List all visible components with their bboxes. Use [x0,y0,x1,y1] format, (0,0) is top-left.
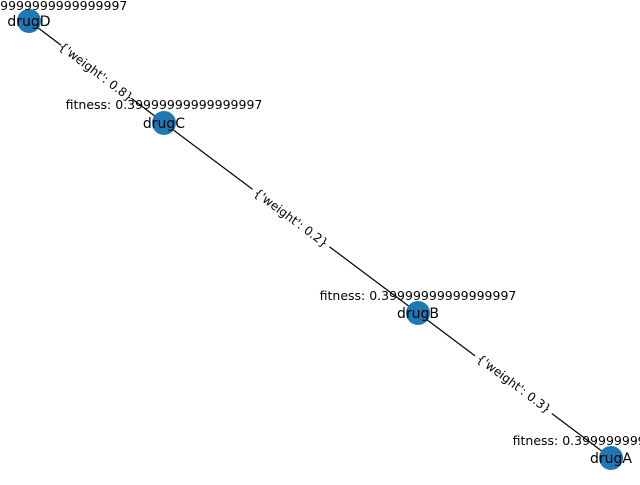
edge-label-drugB-drugA: {'weight': 0.3} [470,347,558,421]
edge-label-background [247,182,335,254]
edge-label-text: {'weight': 0.8} [56,39,136,104]
node-drugB [406,301,430,325]
node-drugA [599,446,623,470]
node-label-drugC: drugC [143,116,185,132]
node-drugD [17,9,41,33]
node-drugC [152,111,176,135]
fitness-label-drugA: fitness: 0.39999999999999997 [513,433,640,448]
fitness-label-drugB: fitness: 0.39999999999999997 [320,288,517,303]
edge-label-text: {'weight': 0.3} [474,352,554,417]
edge-label-background [55,38,137,106]
edge-label-drugD-drugC: {'weight': 0.8} [55,38,137,106]
edge-label-text: {'weight': 0.2} [251,186,331,251]
fitness-label-drugD: fitness: 0.39999999999999997 [0,0,127,13]
node-label-drugB: drugB [397,306,439,322]
fitness-label-drugC: fitness: 0.39999999999999997 [66,97,263,112]
edge-label-background [470,347,558,421]
node-label-drugA: drugA [590,451,632,467]
fitness-labels: fitness: 0.39999999999999997 fitness: 0.… [0,0,640,448]
node-label-drugD: drugD [7,14,50,30]
edge-label-drugC-drugB: {'weight': 0.2} [247,182,335,254]
node-labels: drugD drugC drugB drugA [7,14,632,467]
edge-labels: {'weight': 0.8} {'weight': 0.2} {'weight… [55,38,558,421]
nodes [17,9,623,470]
